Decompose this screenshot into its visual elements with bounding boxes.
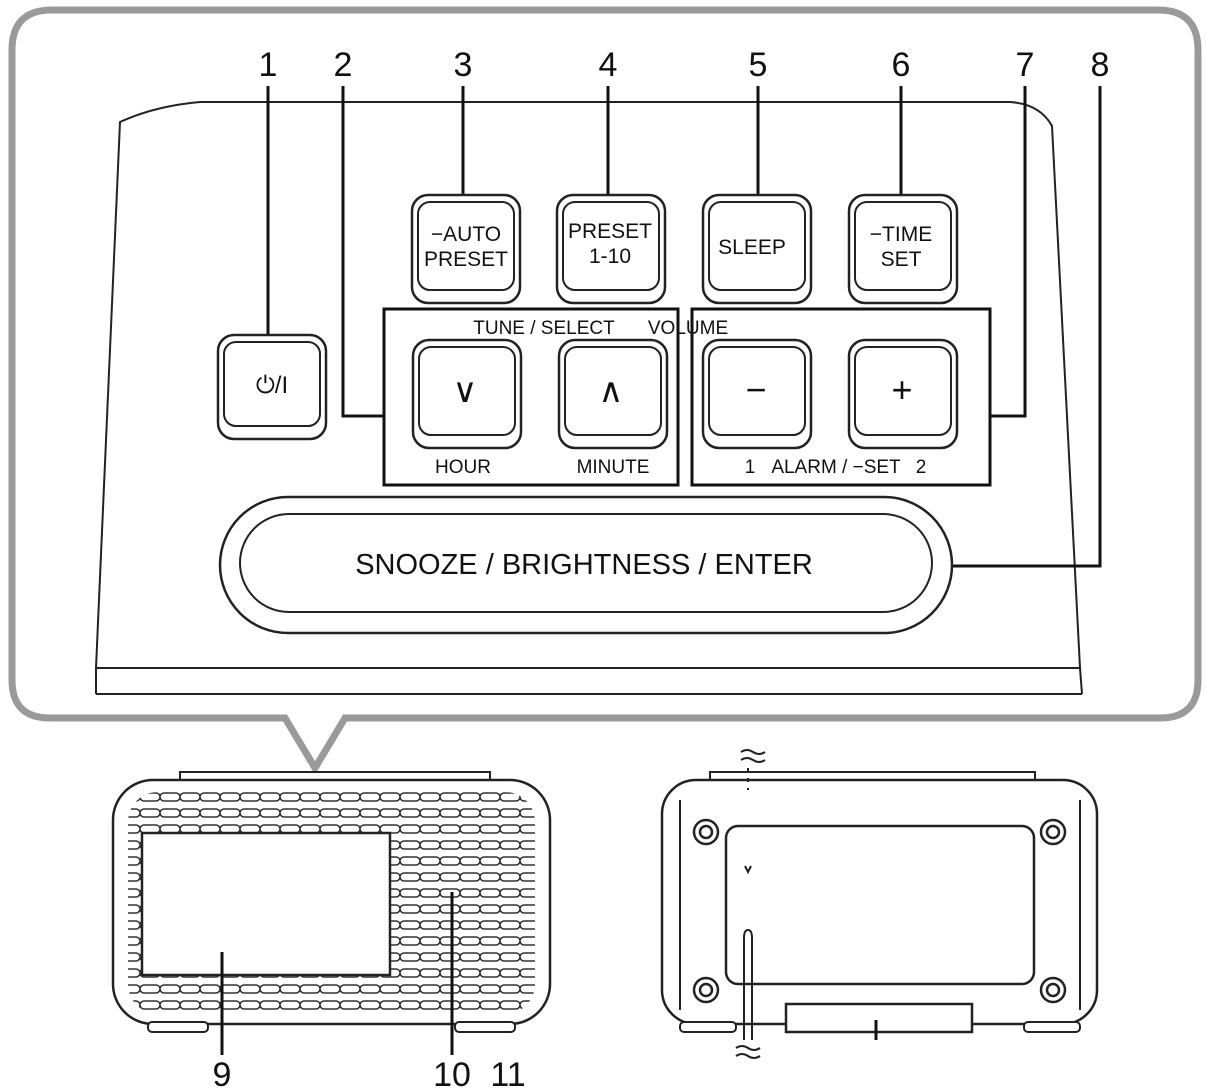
preset-label-2: 1-10 [589, 245, 631, 268]
time-set-button[interactable]: −TIME SET [847, 193, 959, 305]
callout-7: 7 [1016, 46, 1035, 84]
tune-down-button[interactable]: ∨ [411, 338, 523, 450]
volume-up-button[interactable]: + [847, 338, 959, 450]
time-set-label-2: SET [881, 248, 922, 271]
tune-up-button[interactable]: ∧ [557, 338, 669, 450]
volume-down-button[interactable]: − [701, 338, 813, 450]
alarm-set-label: ALARM / −SET [771, 457, 901, 478]
preset-button[interactable]: PRESET 1-10 [555, 193, 667, 305]
callout-1: 1 [259, 46, 278, 84]
callout-9: 9 [213, 1056, 232, 1090]
alarm-2-label: 2 [916, 457, 927, 478]
volume-group-box [690, 307, 992, 487]
snooze-button[interactable]: SNOOZE / BRIGHTNESS / ENTER [218, 495, 954, 635]
auto-preset-label-2: PRESET [424, 248, 508, 271]
screw-icon [692, 818, 1067, 1004]
sleep-label: SLEEP [718, 236, 786, 259]
minus-icon: − [745, 369, 766, 410]
display-window [140, 831, 392, 977]
power-icon: ⏻/I [256, 372, 288, 399]
rear-view [660, 749, 1099, 1059]
auto-preset-button[interactable]: −AUTO PRESET [410, 193, 522, 305]
callout-2: 2 [334, 46, 353, 84]
callout-11: 11 [490, 1056, 525, 1090]
callout-5: 5 [749, 46, 768, 84]
tune-select-label: TUNE / SELECT [473, 318, 615, 339]
antenna-wire [735, 749, 766, 1059]
chevron-down-icon: ∨ [453, 372, 478, 410]
preset-label-1: PRESET [568, 220, 652, 243]
callout-10: 10 [433, 1056, 471, 1090]
time-set-label-1: −TIME [870, 223, 932, 246]
front-view [111, 771, 552, 1055]
callout-8: 8 [1091, 46, 1110, 84]
callout-3: 3 [454, 46, 473, 84]
callout-6: 6 [892, 46, 911, 84]
tune-select-group-box [382, 307, 680, 487]
minute-label: MINUTE [577, 457, 650, 478]
power-button[interactable]: ⏻/I [216, 333, 328, 441]
hour-label: HOUR [435, 457, 491, 478]
auto-preset-label-1: −AUTO [431, 223, 501, 246]
plus-icon: + [891, 369, 912, 410]
callout-4: 4 [599, 46, 618, 84]
sleep-button[interactable]: SLEEP [701, 193, 813, 305]
chevron-up-icon: ∧ [599, 372, 624, 410]
alarm-1-label: 1 [745, 457, 756, 478]
volume-label: VOLUME [648, 318, 728, 339]
snooze-label: SNOOZE / BRIGHTNESS / ENTER [355, 549, 813, 581]
